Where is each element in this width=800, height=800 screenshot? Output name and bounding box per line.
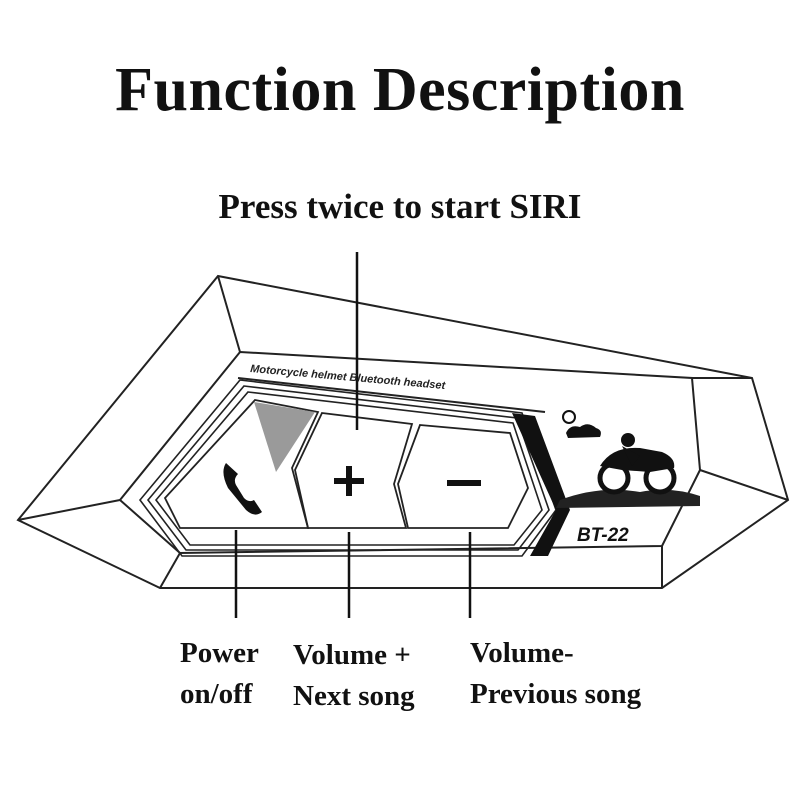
decorative-band (512, 413, 570, 556)
motorcycle-emblem (597, 433, 677, 495)
device-brand-text: Motorcycle helmet Bluetooth headset (250, 363, 447, 392)
device-model-text: BT-22 (577, 525, 629, 546)
pointer-lines (234, 252, 472, 618)
plus-icon (334, 466, 364, 496)
indicator-triangle (254, 402, 315, 472)
minus-icon (447, 480, 481, 486)
phone-icon (223, 463, 262, 515)
volume-down-button[interactable] (397, 424, 529, 529)
volume-down-label: Volume- Previous song (470, 637, 642, 710)
siri-instruction: Press twice to start SIRI (218, 187, 582, 226)
power-button[interactable] (163, 399, 320, 529)
sun-cloud-icon (562, 410, 601, 438)
ground-decoration (556, 489, 700, 508)
volume-up-button[interactable] (294, 412, 414, 529)
page-title: Function Description (115, 56, 685, 124)
volume-up-label: Volume + Next song (293, 639, 415, 712)
power-label: Power on/off (180, 637, 259, 710)
device-body (16, 274, 790, 589)
